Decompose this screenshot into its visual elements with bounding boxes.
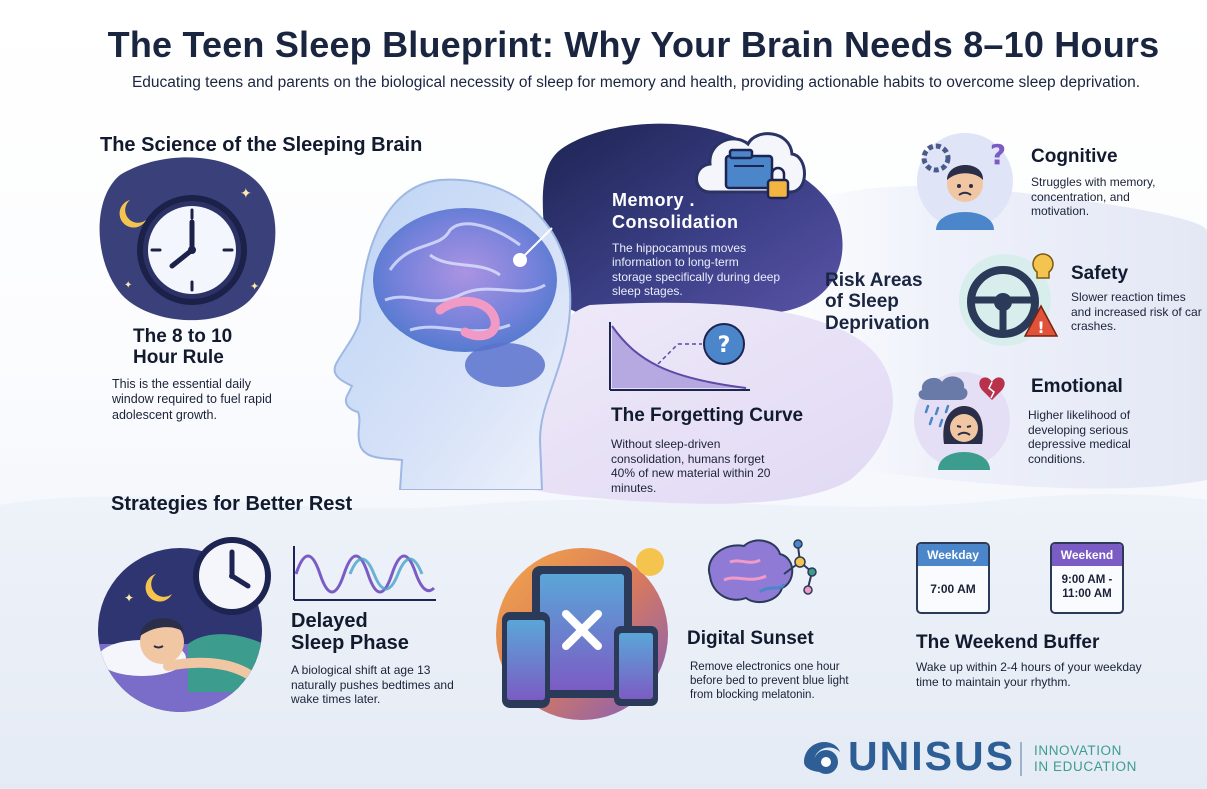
svg-text:?: ?	[990, 138, 1006, 171]
crossed-out-devices-icon	[496, 548, 668, 720]
svg-text:✦: ✦	[124, 280, 132, 291]
unisus-logo-icon	[804, 742, 840, 774]
risk-heading-line1: Risk Areas	[825, 270, 923, 291]
forgetting-curve-icon: ?	[609, 322, 750, 391]
brain-molecule-icon	[707, 539, 817, 604]
weekday-calendar: Weekday 7:00 AM	[916, 542, 990, 614]
strategies-section-title: Strategies for Better Rest	[111, 493, 353, 515]
science-section-title: The Science of the Sleeping Brain	[100, 134, 423, 156]
delayed-title-line1: Delayed	[291, 610, 368, 632]
steering-wheel-warning-icon: !	[959, 253, 1059, 346]
risk-heading: Risk Areas of Sleep Deprivation	[825, 270, 930, 334]
weekend-time-line1: 9:00 AM -	[1061, 574, 1113, 586]
page-title: The Teen Sleep Blueprint: Why Your Brain…	[107, 24, 1160, 65]
svg-text:?: ?	[718, 333, 731, 358]
svg-text:✦: ✦	[240, 186, 252, 202]
hour-rule-title-line2: Hour Rule	[133, 347, 224, 369]
hour-rule-title: The 8 to 10 Hour Rule	[133, 326, 232, 369]
weekend-time-line2: 11:00 AM	[1062, 587, 1112, 600]
weekend-buffer-body: Wake up within 2-4 hours of your weekday…	[916, 660, 1142, 689]
footer-divider	[1020, 742, 1022, 776]
cognitive-title: Cognitive	[1031, 146, 1118, 167]
sine-wave-icon	[293, 546, 436, 601]
folder-lock-icon	[695, 132, 806, 200]
hour-rule-title-line1: The 8 to 10	[133, 326, 233, 347]
forgetting-body: Without sleep-driven consolidation, huma…	[611, 437, 771, 495]
page-subtitle: Educating teens and parents on the biolo…	[131, 74, 1141, 91]
svg-text:✦: ✦	[250, 280, 259, 293]
svg-text:✦: ✦	[124, 591, 134, 605]
emotional-title: Emotional	[1031, 376, 1123, 397]
cognitive-body: Struggles with memory, concentration, an…	[1031, 175, 1156, 219]
delayed-title: Delayed Sleep Phase	[291, 610, 409, 655]
weekday-time: 7:00 AM	[930, 582, 976, 596]
tagline-line2: IN EDUCATION	[1034, 759, 1137, 775]
emotional-body: Higher likelihood of developing serious …	[1028, 408, 1131, 466]
digital-sunset-title: Digital Sunset	[687, 628, 814, 649]
weekend-buffer-title: The Weekend Buffer	[916, 632, 1100, 653]
safety-title: Safety	[1071, 263, 1129, 284]
delayed-title-line2: Sleep Phase	[291, 632, 409, 655]
weekday-label: Weekday	[918, 544, 988, 566]
brain-head-icon	[333, 178, 572, 490]
hour-rule-body: This is the essential daily window requi…	[112, 377, 272, 422]
svg-text:!: !	[1037, 318, 1044, 337]
weekend-label: Weekend	[1052, 544, 1122, 566]
sleeping-boy-icon: ✦	[98, 537, 271, 712]
safety-body: Slower reaction times and increased risk…	[1071, 290, 1202, 334]
digital-sunset-body: Remove electronics one hour before bed t…	[690, 661, 849, 702]
memory-title-line2: Consolidation	[612, 211, 739, 232]
weekend-time: 9:00 AM - 11:00 AM	[1052, 574, 1122, 602]
risk-heading-line2: of Sleep	[825, 291, 899, 313]
memory-body: The hippocampus moves information to lon…	[612, 241, 781, 299]
tagline-line1: INNOVATION	[1034, 743, 1123, 758]
delayed-body: A biological shift at age 13 naturally p…	[291, 663, 454, 707]
brand-tagline: INNOVATION IN EDUCATION	[1034, 743, 1137, 775]
forgetting-title: The Forgetting Curve	[611, 405, 804, 426]
confused-person-icon: ?	[917, 133, 1013, 230]
sad-person-rain-icon	[914, 372, 1010, 470]
clock-icon: ✦ ✦ ✦	[119, 186, 259, 305]
risk-heading-line3: Deprivation	[825, 312, 930, 334]
weekend-calendar: Weekend 9:00 AM - 11:00 AM	[1050, 542, 1124, 614]
brand-name: UNISUS	[848, 733, 1015, 779]
memory-title: Memory . Consolidation	[612, 190, 739, 233]
memory-title-line1: Memory .	[612, 190, 696, 210]
